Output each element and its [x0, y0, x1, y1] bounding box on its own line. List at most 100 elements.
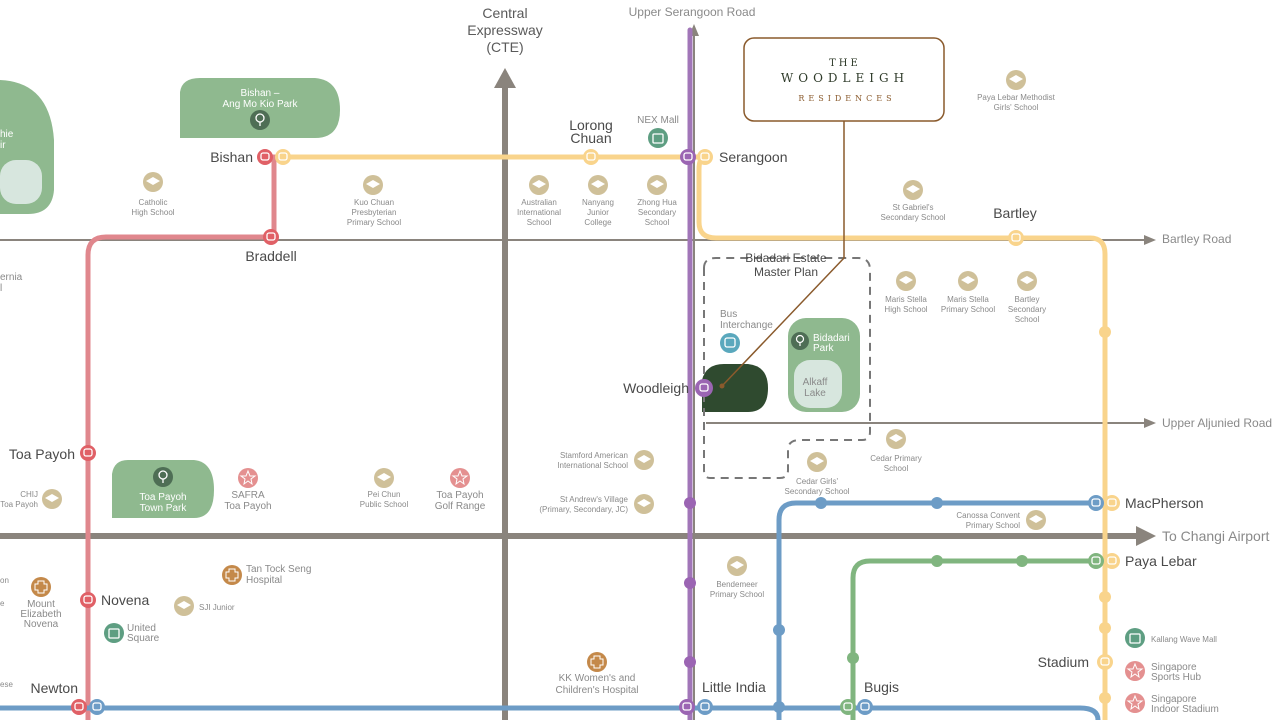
station-icons — [71, 149, 1120, 715]
train-icon — [263, 229, 279, 245]
school-icon — [588, 175, 608, 195]
site-marker — [719, 383, 725, 389]
train-icon — [857, 699, 873, 715]
mall-icon — [1125, 628, 1145, 648]
label-zhong-hua: School — [645, 218, 670, 227]
label-st-gabriels: Secondary School — [881, 213, 946, 222]
logo-callout: THE WOODLEIGH RESIDENCES — [719, 37, 945, 389]
label-sports-hub: Singapore — [1151, 662, 1197, 673]
station-braddell: Braddell — [245, 248, 296, 264]
train-icon — [847, 652, 859, 664]
train-icon — [80, 445, 96, 461]
label-safra: Toa Payoh — [224, 501, 271, 512]
school-icon — [1026, 510, 1046, 530]
park-label-alkaff: Lake — [804, 388, 826, 399]
bus-label: Bus — [720, 309, 737, 320]
train-icon — [697, 149, 713, 165]
label-kkh: Children's Hospital — [555, 685, 638, 696]
station-paya-lebar: Paya Lebar — [1125, 553, 1197, 569]
star-icon — [238, 468, 258, 488]
school-icon — [807, 452, 827, 472]
cte-label: Central — [482, 5, 527, 21]
park-labels: Bishan – Ang Mo Kio Park Toa Payoh Town … — [0, 88, 850, 514]
train-icon — [679, 699, 695, 715]
school-icon — [647, 175, 667, 195]
station-bartley: Bartley — [993, 205, 1037, 221]
label-left-edge: e — [0, 599, 5, 608]
roads — [0, 24, 1156, 720]
cte-label: Expressway — [467, 22, 542, 38]
label-chij: Toa Payoh — [0, 500, 38, 509]
train-icon — [257, 149, 273, 165]
park-label-toa-payoh: Town Park — [140, 503, 188, 514]
bus-label: Interchange — [720, 320, 773, 331]
label-plmgs: Paya Lebar Methodist — [977, 93, 1056, 102]
blue-line-bottom — [0, 705, 1101, 720]
train-icon — [71, 699, 87, 715]
station-serangoon: Serangoon — [719, 149, 788, 165]
upper-serangoon-label: Upper Serangoon Road — [629, 5, 756, 19]
train-icon — [1088, 553, 1104, 569]
train-icon — [1008, 230, 1024, 246]
label-golf-range: Golf Range — [435, 501, 486, 512]
train-icon — [684, 577, 696, 589]
park-bishan-amk — [180, 78, 340, 138]
label-australian: International — [517, 208, 561, 217]
hospital-icon — [587, 652, 607, 672]
red-line — [85, 154, 277, 720]
road-labels: Central Expressway (CTE) Upper Serangoon… — [467, 5, 1272, 544]
label-pei-chun: Pei Chun — [368, 490, 401, 499]
mrt-lines — [0, 27, 1108, 720]
school-icon — [896, 271, 916, 291]
logo-pointer — [721, 257, 845, 387]
mall-icon — [104, 623, 124, 643]
train-icon — [1088, 495, 1104, 511]
logo-box — [743, 37, 945, 122]
park-label-bishan: Ang Mo Kio Park — [222, 99, 298, 110]
school-icon — [1006, 70, 1026, 90]
changi-label: To Changi Airport — [1162, 528, 1270, 544]
cte-arrow — [494, 68, 516, 88]
station-little-india: Little India — [702, 679, 766, 695]
label-stamford: Stamford American — [560, 451, 628, 460]
label-st-andrews: St Andrew's Village — [560, 495, 629, 504]
cte-label: (CTE) — [486, 39, 523, 55]
school-icon — [958, 271, 978, 291]
train-icon — [1104, 553, 1120, 569]
school-icon — [634, 494, 654, 514]
label-bartley-sec: Bartley — [1015, 295, 1040, 304]
label-left-edge: l — [0, 283, 2, 294]
label-nex: NEX Mall — [637, 115, 679, 126]
star-icon — [1125, 661, 1145, 681]
park-label-bishan: Bishan – — [241, 88, 280, 99]
label-golf-range: Toa Payoh — [436, 490, 483, 501]
estate-label: Bidadari Estate — [745, 251, 827, 265]
school-icon — [42, 489, 62, 509]
school-icon — [374, 468, 394, 488]
circle-line — [262, 154, 1108, 720]
bartley-road-arrow — [1144, 235, 1156, 245]
label-catholic: High School — [131, 208, 174, 217]
label-zhong-hua: Zhong Hua — [637, 198, 677, 207]
star-icon — [450, 468, 470, 488]
upper-aljunied-arrow — [1144, 418, 1156, 428]
train-icon — [1099, 326, 1111, 338]
station-newton: Newton — [31, 680, 78, 696]
label-nanyang: Junior — [587, 208, 609, 217]
label-maris-primary: Maris Stella — [947, 295, 989, 304]
train-icon — [1097, 654, 1113, 670]
logo-line-1: THE — [829, 58, 861, 69]
hospital-icon — [222, 565, 242, 585]
label-catholic: Catholic — [139, 198, 168, 207]
label-australian: School — [527, 218, 552, 227]
poi-labels: Catholic High School Kuo Chuan Presbyter… — [0, 93, 1219, 715]
estate-boundary — [703, 257, 871, 479]
school-icon — [143, 172, 163, 192]
train-icon — [697, 699, 713, 715]
station-toa-payoh: Toa Payoh — [9, 446, 75, 462]
station-novena: Novena — [101, 592, 149, 608]
train-icon — [815, 497, 827, 509]
label-canossa: Canossa Convent — [956, 511, 1020, 520]
label-indoor-stadium: Singapore — [1151, 694, 1197, 705]
